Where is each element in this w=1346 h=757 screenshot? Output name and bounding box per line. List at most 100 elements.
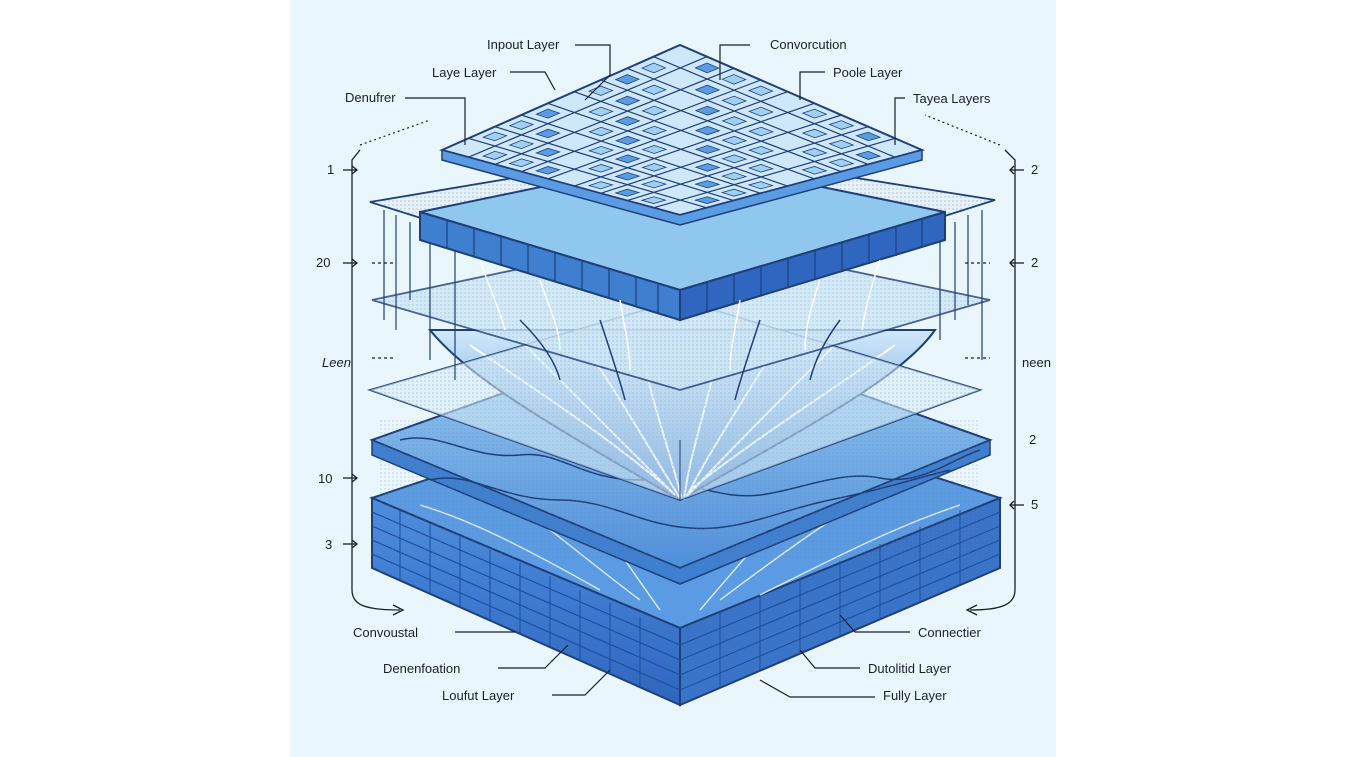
input-grid-cell	[748, 126, 775, 137]
input-grid-cell	[801, 128, 828, 139]
input-grid-cell	[641, 84, 667, 95]
input-grid-cell	[694, 180, 721, 189]
input-grid-line	[574, 91, 815, 180]
input-grid-cell	[721, 135, 748, 146]
input-grid-cell	[828, 158, 855, 168]
input-grid-line	[653, 137, 896, 209]
input-grid-cell	[508, 139, 535, 149]
left-bracket	[343, 149, 405, 616]
input-grid-cell	[640, 180, 668, 189]
input-grid-cell	[694, 84, 721, 95]
input-grid-cell	[721, 74, 747, 85]
input-grid-cell	[482, 150, 508, 160]
input-grid-cell	[748, 106, 774, 117]
input-grid-line	[468, 56, 708, 158]
input-grid-line	[547, 102, 788, 187]
left-marker-4: 3	[325, 537, 333, 552]
label-convoustal: Convoustal	[353, 625, 419, 640]
input-grid-cell	[828, 120, 855, 130]
left-marker-3: 10	[318, 471, 333, 486]
input-grid-cell	[721, 172, 748, 181]
input-grid-cell	[721, 116, 748, 126]
input-grid-cell	[641, 105, 668, 116]
left-marker-1: 1	[327, 162, 335, 177]
input-grid-cell	[534, 166, 561, 175]
input-grid-cell	[614, 172, 641, 181]
input-grid-cell	[694, 125, 721, 136]
input-grid-cell	[508, 158, 535, 168]
input-grid-cell	[482, 131, 508, 142]
label-dutolitid-layer: Dutolitid Layer	[868, 661, 952, 676]
input-grid-cell	[693, 196, 721, 204]
input-grid-cell	[748, 145, 775, 155]
right-marker-1: 2	[1031, 162, 1039, 177]
vertical-guide-lines	[383, 210, 983, 380]
input-grid-cell	[588, 106, 614, 117]
input-grid-line	[468, 137, 708, 209]
input-grid-cell	[721, 95, 748, 106]
input-grid-cell	[508, 120, 535, 130]
input-grid-cell	[828, 139, 855, 149]
input-grid-line	[600, 79, 842, 173]
input-grid-cell	[641, 163, 668, 172]
right-bracket	[965, 149, 1024, 616]
input-grid-line	[574, 102, 815, 187]
input-grid-cell	[801, 108, 828, 119]
label-denufrer: Denufrer	[345, 90, 396, 105]
input-grid-line	[494, 67, 735, 166]
label-fully-layer: Fully Layer	[883, 688, 947, 703]
input-grid-cell	[588, 145, 615, 155]
input-grid-cell	[588, 164, 614, 173]
input-grid-cell	[855, 131, 882, 142]
input-grid-cell	[535, 108, 561, 119]
input-grid-cell	[587, 181, 614, 190]
input-grid-cell	[720, 188, 748, 197]
input-grid-line	[626, 126, 869, 202]
label-convolution: Convorcution	[770, 37, 847, 52]
input-grid-cell	[747, 85, 774, 96]
input-grid-cell	[694, 163, 721, 172]
input-grid-line	[626, 67, 869, 166]
input-layer-grid	[439, 43, 926, 226]
input-grid-cell	[535, 128, 561, 139]
input-grid-line	[521, 114, 761, 194]
input-grid-cell	[535, 147, 561, 157]
left-side-text: Leen	[322, 355, 351, 370]
input-grid-cell	[801, 147, 828, 157]
input-grid-cell	[747, 164, 775, 173]
input-grid-cell	[641, 125, 668, 136]
input-grid-cell	[614, 116, 641, 126]
input-grid-cell	[855, 150, 882, 160]
input-grid-cell	[588, 126, 614, 137]
label-laye-layer: Laye Layer	[432, 65, 497, 80]
label-input-layer: Inpout Layer	[487, 37, 560, 52]
leader-lines	[359, 44, 1001, 698]
input-grid-cell	[694, 62, 720, 74]
input-grid-line	[521, 79, 761, 173]
input-grid-cell	[614, 74, 641, 85]
label-loufut-layer: Loufut Layer	[442, 688, 515, 703]
input-grid-line	[600, 114, 842, 194]
input-grid-line	[547, 91, 788, 180]
input-grid-cell	[614, 154, 641, 164]
input-grid-cell	[640, 62, 667, 74]
input-grid-line	[494, 126, 734, 202]
input-grid-cell	[721, 154, 748, 164]
input-grid-cell	[614, 95, 641, 106]
label-denenfoation: Denenfoation	[383, 661, 461, 676]
input-grid-cell	[694, 144, 721, 154]
input-grid-cell	[614, 135, 641, 146]
input-grid-cell	[614, 188, 641, 197]
input-grid-cell	[747, 181, 774, 190]
input-grid-line	[653, 56, 896, 158]
right-marker-2: 2	[1031, 255, 1039, 270]
label-connectier: Connectier	[918, 625, 981, 640]
right-side-text: neen	[1022, 355, 1051, 370]
input-grid-cell	[641, 144, 668, 154]
left-marker-2: 20	[316, 255, 331, 270]
label-tayea-layers: Tayea Layers	[913, 91, 991, 106]
input-grid-cell	[694, 105, 721, 116]
label-poole-layer: Poole Layer	[833, 65, 903, 80]
input-grid-cell	[640, 196, 667, 204]
